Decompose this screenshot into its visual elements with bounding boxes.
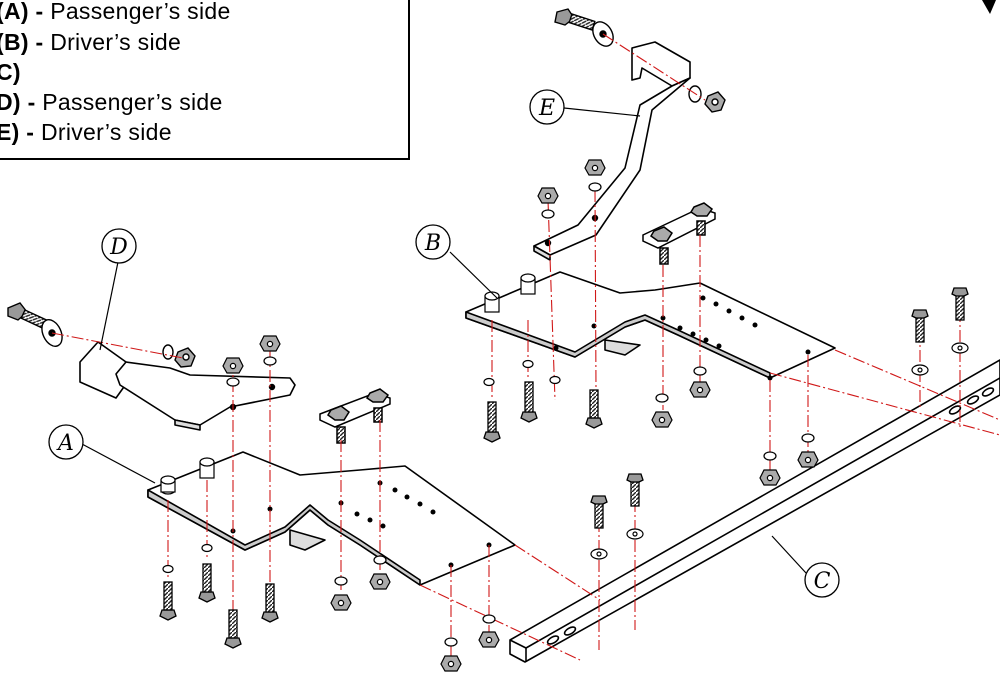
- bolts: [159, 287, 969, 649]
- corner-mark: [982, 0, 996, 14]
- bracket-d: [79, 341, 296, 431]
- plate-a-details: [160, 457, 492, 568]
- legend-text: Driver’s side: [50, 29, 182, 55]
- parts-legend: (A) - Passenger’s side (B) - Driver’s si…: [0, 0, 410, 160]
- legend-label: (A): [0, 0, 29, 24]
- legend-item-d: D) - Passenger’s side: [0, 89, 223, 116]
- legend-item-b: (B) - Driver’s side: [0, 29, 181, 56]
- callout-c: C: [814, 569, 831, 594]
- callout-a: A: [56, 431, 74, 456]
- rail-c: [509, 359, 1000, 663]
- centerlines: [51, 33, 1000, 661]
- legend-separator: -: [28, 0, 51, 24]
- bracket-e-hardware: [554, 8, 726, 113]
- legend-separator: -: [28, 29, 51, 55]
- legend-text: Driver’s side: [40, 119, 172, 145]
- plate-b-details: [484, 273, 811, 381]
- callout-b: B: [424, 231, 441, 256]
- callout-d: D: [109, 235, 128, 260]
- legend-label: E): [0, 119, 20, 145]
- legend-item-e: E) - Driver’s side: [0, 119, 172, 146]
- legend-label: D): [0, 89, 21, 115]
- legend-text: Passenger’s side: [42, 89, 223, 115]
- legend-separator: -: [20, 89, 43, 115]
- plate-a-clamp: [319, 388, 391, 444]
- callout-e: E: [538, 96, 555, 121]
- legend-item-c: C): [0, 59, 21, 86]
- callout-leaders: [81, 107, 807, 574]
- legend-text: Passenger’s side: [50, 0, 231, 24]
- legend-item-a: (A) - Passenger’s side: [0, 0, 231, 25]
- legend-label: C): [0, 59, 21, 85]
- plate-b-clamp: [642, 202, 716, 265]
- legend-separator: -: [19, 119, 41, 145]
- legend-label: (B): [0, 29, 29, 55]
- callout-circles: [48, 89, 840, 598]
- nuts-washers: [162, 159, 969, 672]
